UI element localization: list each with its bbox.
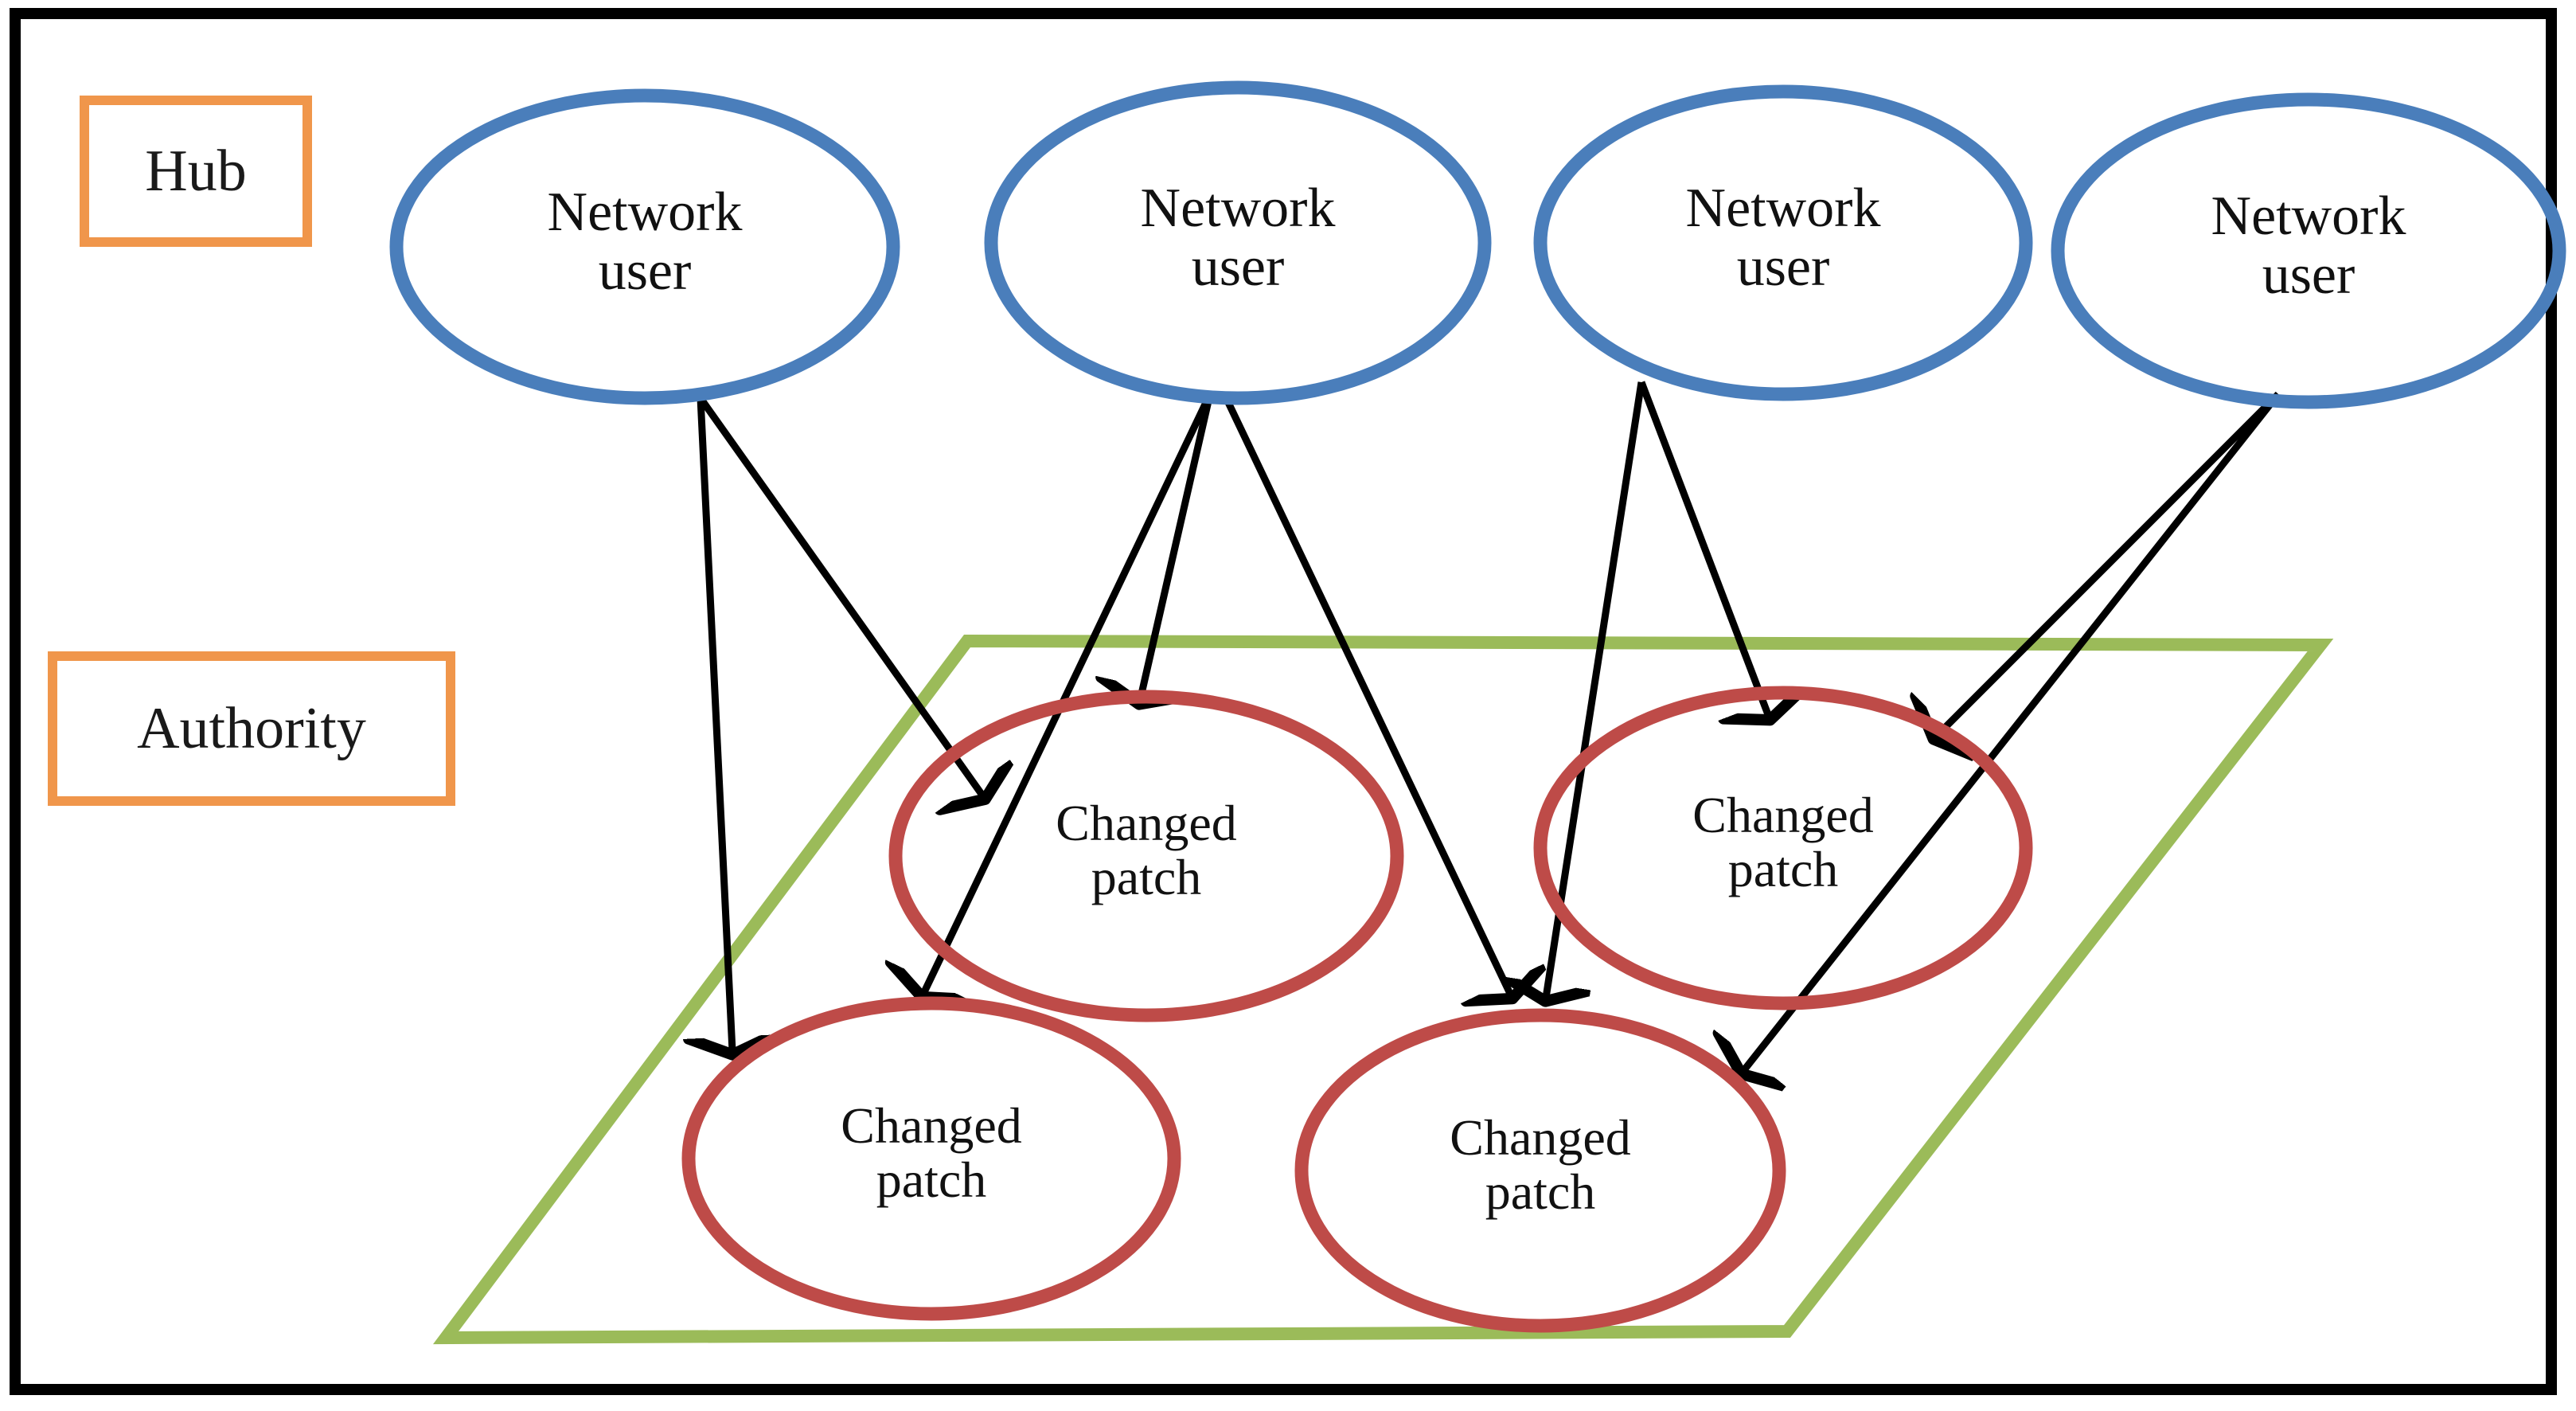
hub-node-group	[389, 80, 2566, 409]
hub-node-user1[interactable]	[389, 88, 900, 405]
hub-node-user3[interactable]	[1533, 84, 2033, 401]
hub-node-user4[interactable]	[2051, 92, 2566, 409]
authority-node-group	[681, 686, 2033, 1333]
authority-node-patch4[interactable]	[1294, 1008, 1786, 1333]
edge-user2-patch4	[1220, 393, 1511, 995]
authority-node-patch3[interactable]	[681, 996, 1181, 1321]
authority-node-patch2[interactable]	[1533, 686, 2033, 1010]
edge-group	[697, 381, 2281, 1071]
legend-box-hub: Hub	[80, 96, 312, 247]
edge-user3-patch4	[1546, 381, 1645, 998]
edge-user2-patch3	[923, 393, 1214, 994]
edge-user4-patch2	[1936, 391, 2281, 737]
edge-user1-patch3	[701, 397, 732, 1051]
legend-box-authority: Authority	[48, 651, 455, 806]
edge-user1-patch1	[697, 396, 983, 796]
authority-plane	[432, 634, 2334, 1345]
edge-user2-patch1	[1140, 393, 1214, 701]
hub-node-user2[interactable]	[984, 80, 1492, 405]
authority-node-patch1[interactable]	[888, 690, 1404, 1022]
edge-user4-patch4	[1743, 392, 2281, 1071]
legend-hub-label: Hub	[145, 139, 247, 204]
edge-user3-patch2	[1637, 381, 1769, 717]
legend-authority-label: Authority	[137, 696, 366, 761]
